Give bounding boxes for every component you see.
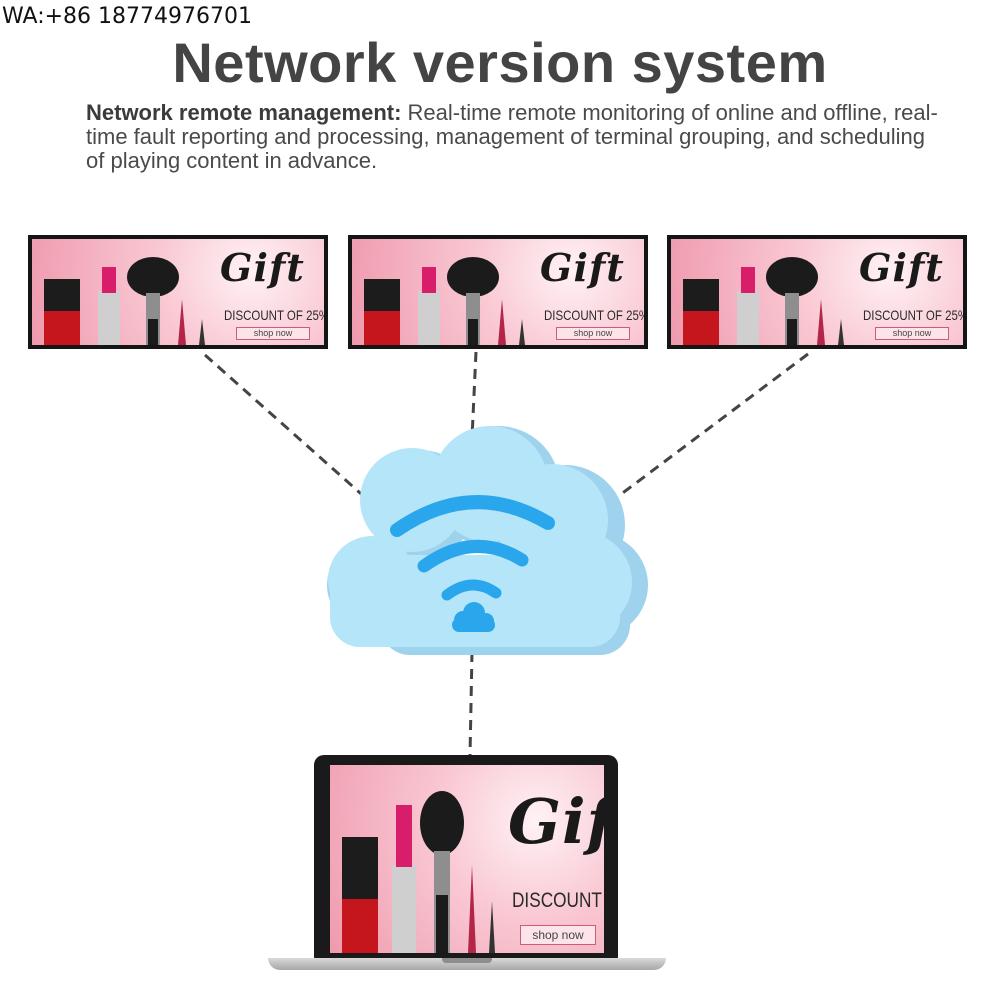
connector-bottom bbox=[468, 651, 474, 757]
advert-discount: DISCOUNT OF 25% bbox=[544, 307, 644, 323]
makeup-products-icon bbox=[44, 257, 205, 345]
small-cloud-icon bbox=[452, 602, 495, 632]
connector-middle bbox=[470, 351, 478, 439]
page-title: Network version system bbox=[172, 31, 828, 94]
banner-display-1: Gift DISCOUNT OF 25% shop now bbox=[28, 235, 328, 349]
shop-now-button[interactable]: shop now bbox=[875, 327, 949, 340]
advert-discount: DISCOUNT OF 25% bbox=[512, 889, 604, 912]
advert-discount: DISCOUNT OF 25% bbox=[224, 307, 324, 323]
description: Network remote management: Real-time rem… bbox=[86, 101, 946, 173]
description-text: Real-time remote monitoring of online an… bbox=[86, 100, 938, 173]
laptop-base bbox=[268, 958, 666, 970]
advert-headline: Gift bbox=[540, 245, 625, 290]
contact-number: WA:+86 18774976701 bbox=[2, 4, 253, 29]
advert-headline: Gift bbox=[859, 245, 944, 290]
advert-headline: Gift bbox=[220, 245, 305, 290]
laptop-icon: Gift DISCOUNT OF 25% shop now bbox=[314, 755, 618, 959]
makeup-products-icon bbox=[342, 791, 495, 953]
makeup-products-icon bbox=[683, 257, 844, 345]
laptop-screen: Gift DISCOUNT OF 25% shop now bbox=[330, 765, 604, 953]
connector-lines bbox=[204, 351, 809, 757]
banner-display-3: Gift DISCOUNT OF 25% shop now bbox=[667, 235, 967, 349]
advert-discount: DISCOUNT OF 25% bbox=[863, 307, 963, 323]
advert-image: Gift DISCOUNT OF 25% shop now bbox=[671, 239, 963, 345]
connector-left bbox=[204, 353, 369, 502]
banner-display-2: Gift DISCOUNT OF 25% shop now bbox=[348, 235, 648, 349]
advert-headline: Gift bbox=[508, 785, 604, 858]
laptop-notch bbox=[442, 958, 492, 963]
shop-now-button[interactable]: shop now bbox=[236, 327, 310, 340]
description-label: Network remote management: bbox=[86, 100, 402, 125]
connector-right bbox=[599, 352, 809, 512]
shop-now-button[interactable]: shop now bbox=[556, 327, 630, 340]
advert-image: Gift DISCOUNT OF 25% shop now bbox=[352, 239, 644, 345]
wifi-icon bbox=[390, 495, 555, 601]
makeup-products-icon bbox=[364, 257, 525, 345]
shop-now-button[interactable]: shop now bbox=[520, 925, 596, 945]
advert-image: Gift DISCOUNT OF 25% shop now bbox=[32, 239, 324, 345]
